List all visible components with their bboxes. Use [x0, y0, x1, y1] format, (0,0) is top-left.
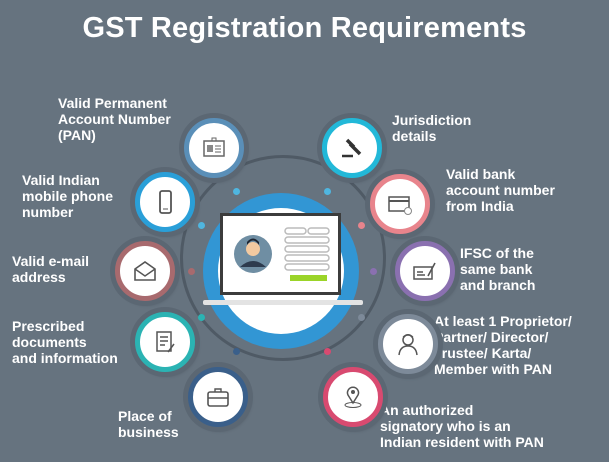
laptop-base	[203, 300, 363, 305]
documents-icon	[156, 331, 175, 353]
envelope-icon	[134, 261, 156, 281]
orbit-dot	[370, 268, 377, 275]
orbit-dot	[198, 314, 205, 321]
location-pin-icon	[344, 386, 362, 408]
laptop-icon	[220, 213, 341, 295]
label-jurisdiction: Jurisdiction details	[392, 112, 472, 144]
orbit-dot	[233, 348, 240, 355]
title: GST Registration Requirements	[82, 12, 527, 44]
label-phone: Valid Indian mobile phone number	[22, 172, 113, 220]
label-documents: Prescribed documents and information	[12, 318, 118, 366]
node-phone	[135, 172, 195, 232]
label-ifsc: IFSC of the same bank and branch	[460, 245, 536, 293]
node-place	[188, 367, 248, 427]
node-signatory	[323, 367, 383, 427]
label-bank: Valid bank account number from India	[446, 166, 555, 214]
orbit-dot	[198, 222, 205, 229]
person-icon	[398, 334, 418, 356]
label-pan: Valid Permanent Account Number (PAN)	[58, 95, 171, 143]
node-email	[115, 241, 175, 301]
gavel-icon	[342, 138, 362, 158]
node-jurisdiction	[322, 118, 382, 178]
label-email: Valid e-mail address	[12, 253, 90, 285]
label-place: Place of business	[118, 408, 179, 440]
orbit-dot	[324, 348, 331, 355]
orbit-ring	[180, 155, 386, 361]
orbit-dot	[188, 268, 195, 275]
id-card-icon	[203, 137, 225, 157]
node-bank	[370, 174, 430, 234]
node-proprietor	[378, 314, 438, 374]
node-ifsc	[395, 241, 455, 301]
profile-form-icon	[234, 227, 330, 281]
mobile-phone-icon	[159, 190, 172, 214]
orbit-dot	[358, 314, 365, 321]
briefcase-icon	[207, 388, 229, 407]
orbit-dot	[233, 188, 240, 195]
node-documents	[135, 312, 195, 372]
orbit-dot	[358, 222, 365, 229]
orbit-dot	[324, 188, 331, 195]
label-proprietor: At least 1 Proprietor/ Partner/ Director…	[434, 313, 572, 377]
label-signatory: An authorized signatory who is an Indian…	[380, 402, 544, 450]
bank-card-icon	[388, 196, 412, 215]
cheque-icon	[413, 262, 436, 280]
node-pan	[184, 118, 244, 178]
